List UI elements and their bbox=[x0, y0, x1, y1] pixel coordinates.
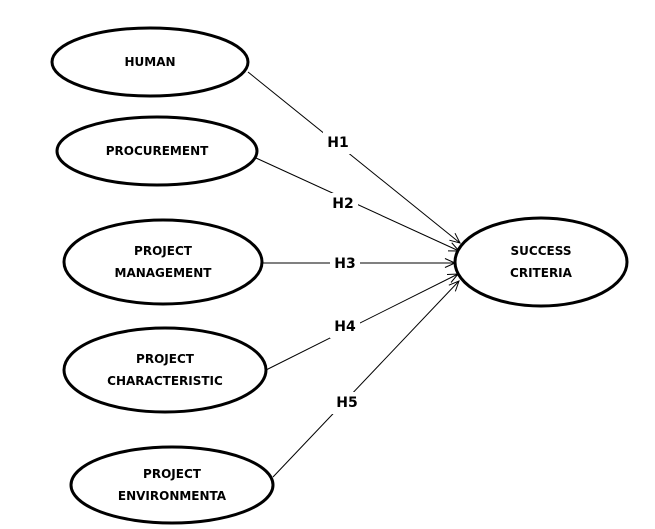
node-label: PROJECT bbox=[143, 467, 202, 481]
arrowhead-icon bbox=[449, 232, 461, 244]
hypothesis-label-text: H2 bbox=[332, 196, 353, 212]
node-label: MANAGEMENT bbox=[115, 266, 213, 280]
node-project-environmenta: PROJECT ENVIRONMENTA bbox=[69, 445, 275, 525]
hypothesis-label-text: H3 bbox=[334, 256, 355, 272]
hypothesis-label-text: H4 bbox=[334, 319, 356, 335]
hypothesis-label-h4: H4 bbox=[330, 316, 360, 338]
hypothesis-label-text: H5 bbox=[336, 395, 357, 411]
node-ellipse bbox=[453, 216, 629, 308]
node-ellipse bbox=[50, 26, 250, 98]
label-backdrop bbox=[328, 193, 358, 215]
hypothesis-label-h2: H2 bbox=[328, 193, 358, 215]
label-backdrop bbox=[332, 392, 362, 414]
nodes-layer: HUMANPROCUREMENTPROJECTMANAGEMENTPROJECT… bbox=[50, 26, 629, 525]
node-label: PROJECT bbox=[134, 244, 193, 258]
edge-line bbox=[272, 280, 460, 478]
edge-h1 bbox=[247, 71, 461, 244]
edge-h5 bbox=[272, 280, 460, 478]
edge-line bbox=[265, 273, 459, 371]
node-label: SUCCESS bbox=[511, 244, 572, 258]
node-label: CHARACTERISTIC bbox=[107, 374, 223, 388]
node-procurement: PROCUREMENT bbox=[55, 115, 259, 187]
node-project-characteristic: PROJECT CHARACTERISTIC bbox=[62, 326, 268, 414]
node-success-criteria: SUCCESS CRITERIA bbox=[453, 216, 629, 308]
node-ellipse bbox=[62, 326, 268, 414]
hypothesis-label-text: H1 bbox=[327, 135, 348, 151]
label-backdrop bbox=[330, 316, 360, 338]
node-label: PROJECT bbox=[136, 352, 195, 366]
node-project-management: PROJECT MANAGEMENT bbox=[62, 218, 264, 306]
edge-h4 bbox=[265, 273, 460, 371]
hypothesis-label-h3: H3 bbox=[330, 253, 360, 275]
edge-line bbox=[247, 71, 461, 244]
node-label: PROCUREMENT bbox=[106, 144, 209, 158]
node-label: HUMAN bbox=[124, 55, 175, 69]
label-backdrop bbox=[323, 132, 353, 154]
node-ellipse bbox=[62, 218, 264, 306]
label-backdrop bbox=[330, 253, 360, 275]
node-label: ENVIRONMENTA bbox=[118, 489, 227, 503]
node-human: HUMAN bbox=[50, 26, 250, 98]
node-ellipse bbox=[69, 445, 275, 525]
hypothesis-label-h1: H1 bbox=[323, 132, 353, 154]
hypothesis-label-h5: H5 bbox=[332, 392, 362, 414]
node-label: CRITERIA bbox=[510, 266, 573, 280]
arrowhead-icon bbox=[448, 280, 460, 292]
node-ellipse bbox=[55, 115, 259, 187]
